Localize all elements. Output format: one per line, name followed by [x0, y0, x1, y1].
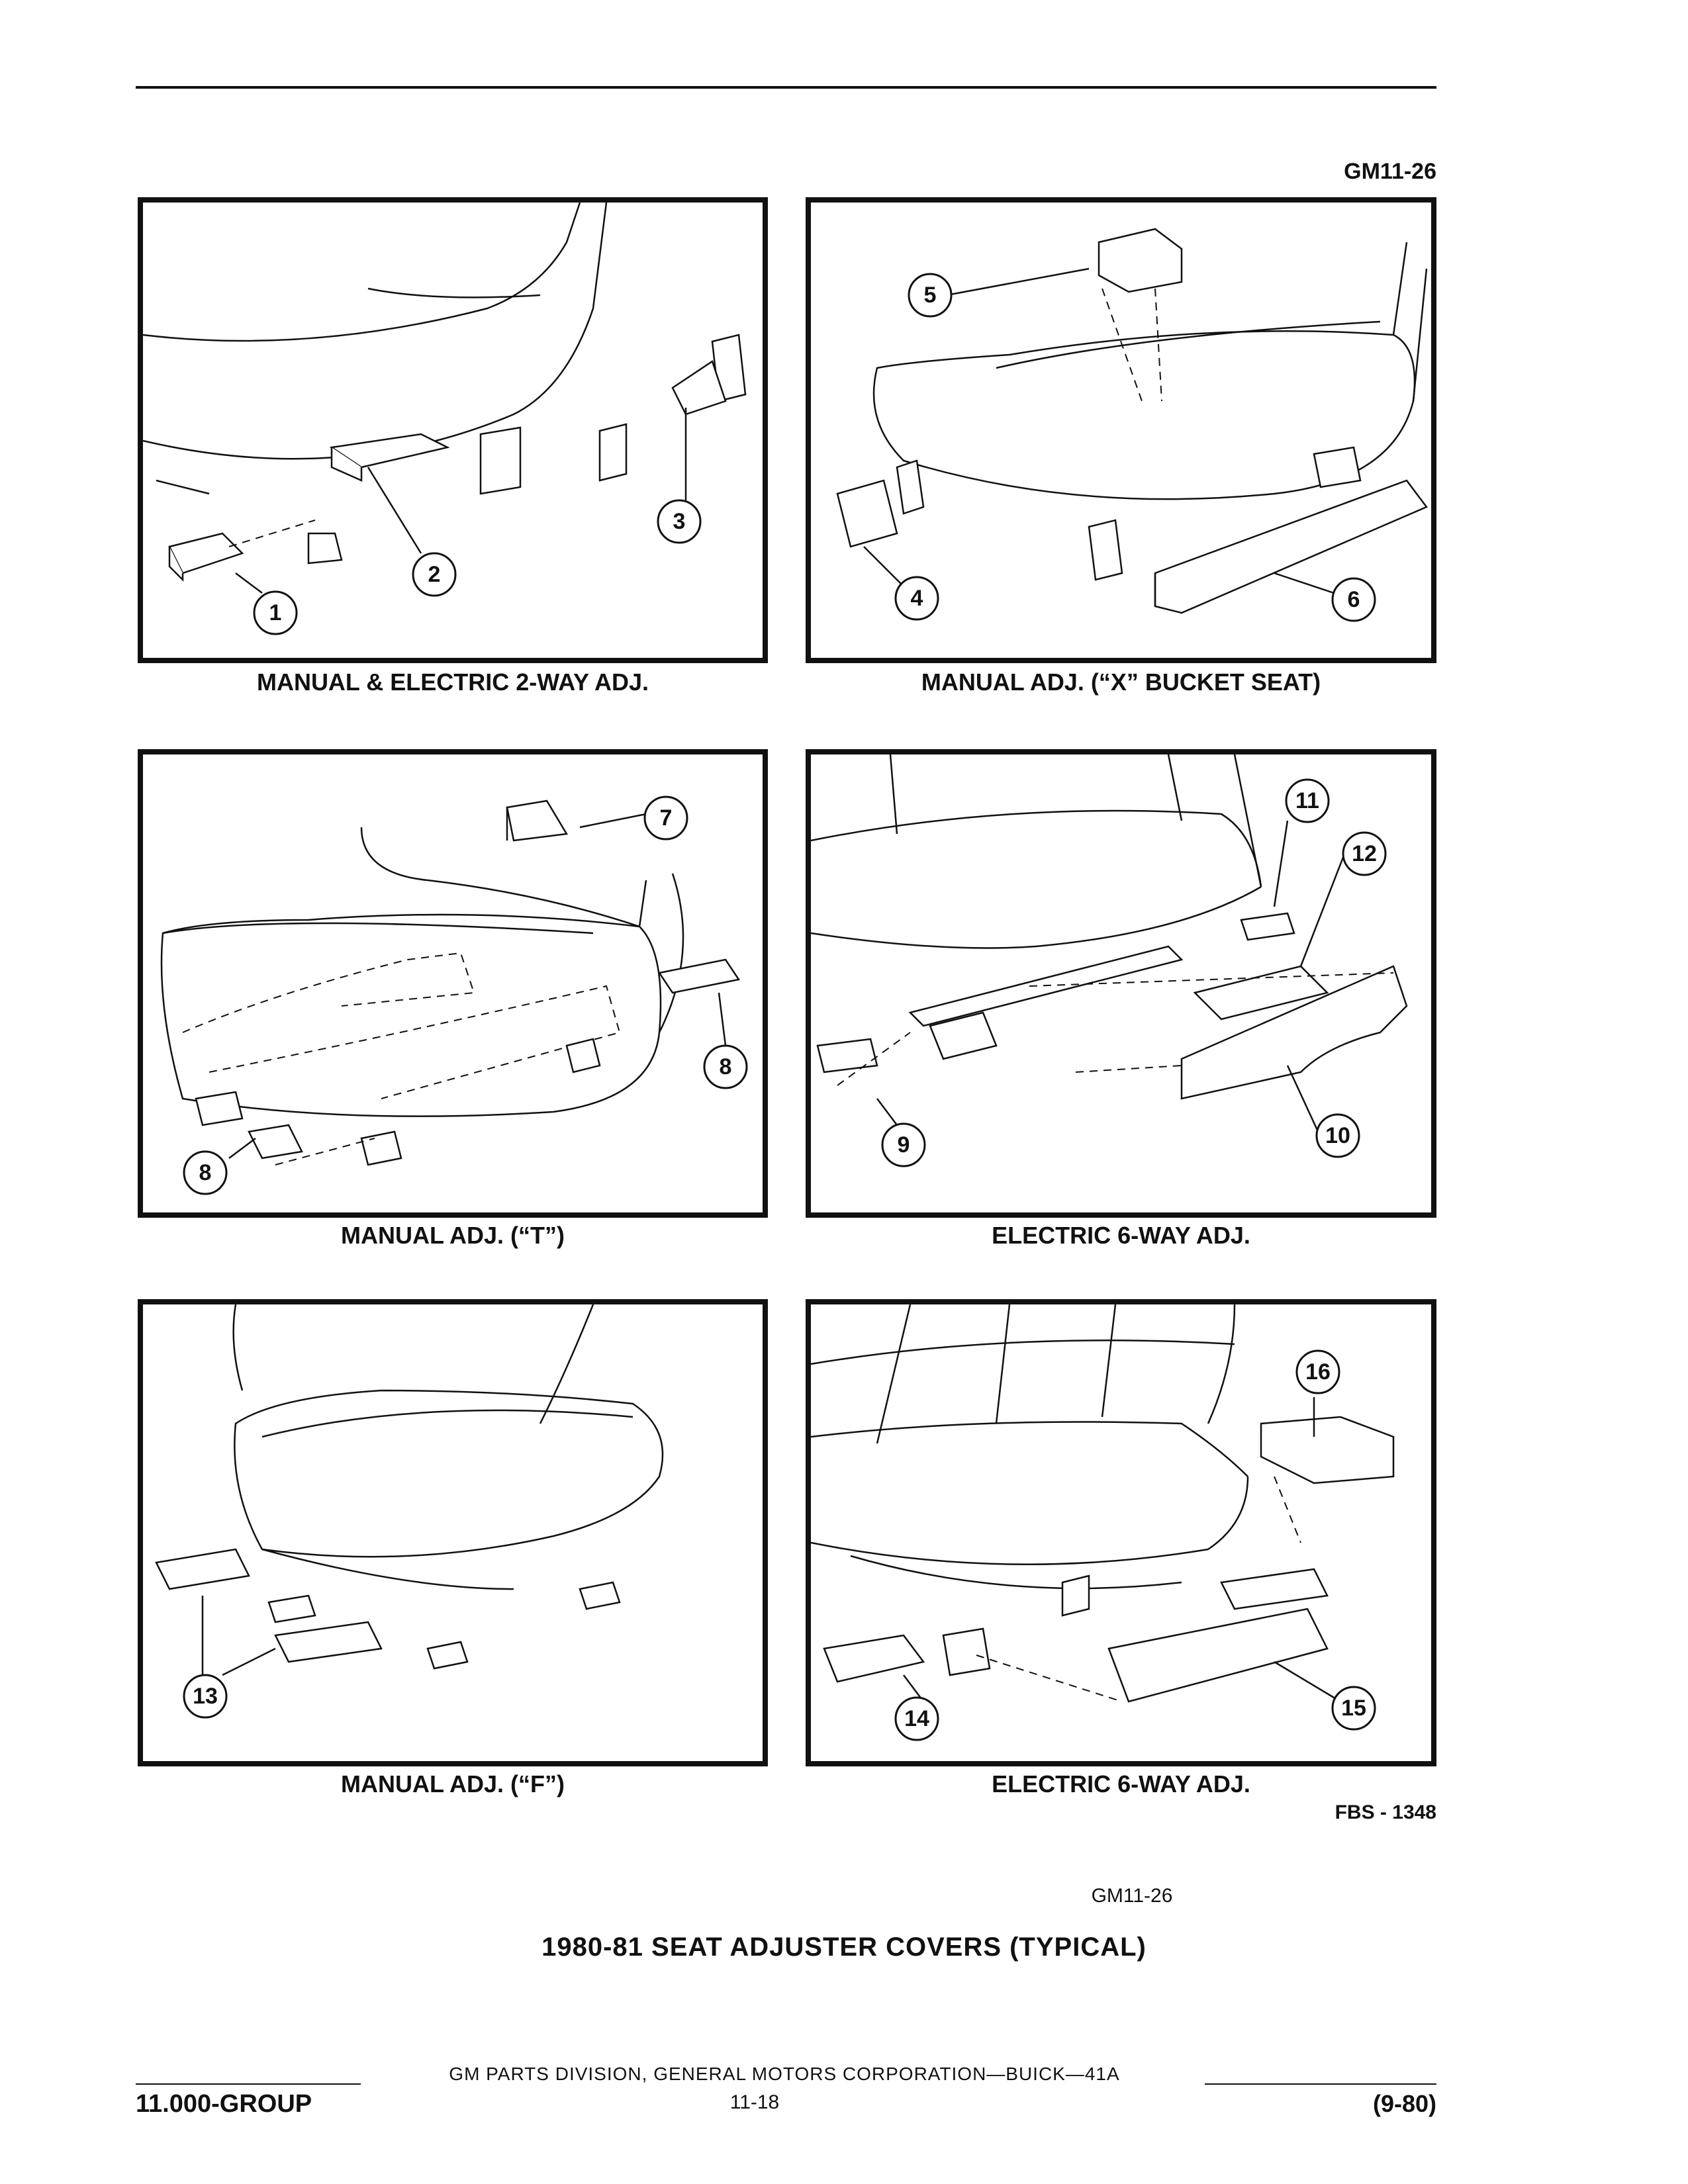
caption-panel-1: MANUAL & ELECTRIC 2-WAY ADJ. [256, 668, 649, 696]
footer-rule-right [1205, 2083, 1436, 2085]
panel-manual-electric-2way: 1 2 3 [138, 197, 768, 663]
panel-manual-x-bucket: 5 4 6 [806, 197, 1436, 663]
callout-8-right: 8 [703, 1044, 748, 1089]
callout-1: 1 [253, 590, 298, 635]
callout-14: 14 [894, 1696, 939, 1741]
callout-10: 10 [1315, 1113, 1360, 1158]
top-rule [136, 86, 1436, 89]
svg-text:7: 7 [660, 805, 673, 831]
svg-text:6: 6 [1348, 587, 1360, 612]
callout-8-left: 8 [183, 1150, 228, 1195]
footer-rule-left [136, 2083, 361, 2085]
callout-9: 9 [881, 1122, 926, 1167]
header-ref-code: GM11-26 [1344, 159, 1436, 184]
footer-group: 11.000-GROUP [136, 2090, 312, 2118]
callout-11: 11 [1285, 778, 1330, 823]
svg-text:8: 8 [720, 1054, 732, 1079]
svg-text:14: 14 [904, 1706, 929, 1731]
callout-5: 5 [908, 273, 953, 318]
seat-illustration-2: 5 4 6 [836, 228, 1428, 622]
svg-text:10: 10 [1325, 1123, 1350, 1148]
caption-panel-2: MANUAL ADJ. (“X” BUCKET SEAT) [921, 668, 1321, 696]
seat-illustration-6: 16 15 14 [811, 1304, 1395, 1741]
footer-page-number: 11-18 [729, 2091, 780, 2113]
svg-text:16: 16 [1305, 1359, 1331, 1385]
svg-text:8: 8 [199, 1160, 212, 1185]
caption-panel-5: MANUAL ADJ. (“F”) [341, 1770, 565, 1797]
svg-text:1: 1 [269, 600, 282, 625]
callout-7: 7 [643, 796, 688, 841]
svg-text:15: 15 [1341, 1696, 1366, 1721]
callout-12: 12 [1342, 831, 1387, 876]
svg-text:9: 9 [898, 1132, 910, 1158]
svg-text:11: 11 [1295, 788, 1319, 813]
figure-ref: GM11-26 [1091, 1885, 1173, 1907]
svg-text:13: 13 [193, 1684, 218, 1709]
panel-manual-t: 7 8 8 [138, 749, 768, 1218]
panel-electric-6way-a: 11 12 9 10 [806, 749, 1436, 1218]
caption-panel-3: MANUAL ADJ. (“T”) [341, 1222, 565, 1249]
callout-4: 4 [894, 576, 939, 621]
panel-manual-f: 13 [138, 1299, 768, 1766]
callout-2: 2 [412, 552, 457, 597]
page-title: 1980-81 SEAT ADJUSTER COVERS (TYPICAL) [541, 1933, 1147, 1962]
callout-3: 3 [657, 499, 702, 544]
svg-text:2: 2 [428, 562, 441, 587]
caption-panel-6: ELECTRIC 6-WAY ADJ. [992, 1770, 1250, 1797]
seat-illustration-1: 1 2 3 [143, 203, 747, 635]
svg-text:3: 3 [673, 509, 686, 534]
svg-text:4: 4 [911, 586, 923, 611]
seat-illustration-5: 13 [155, 1304, 664, 1719]
footer-revision: (9-80) [1372, 2090, 1436, 2117]
figure-code: FBS - 1348 [1335, 1801, 1436, 1823]
seat-illustration-3: 7 8 8 [160, 796, 748, 1195]
svg-text:12: 12 [1352, 841, 1377, 866]
callout-15: 15 [1331, 1686, 1376, 1731]
panel-electric-6way-b: 16 15 14 [806, 1299, 1436, 1766]
callout-13: 13 [183, 1674, 228, 1719]
seat-illustration-4: 11 12 9 10 [811, 754, 1408, 1167]
svg-text:5: 5 [924, 283, 937, 308]
footer-publisher: GM PARTS DIVISION, GENERAL MOTORS CORPOR… [449, 2064, 1120, 2084]
callout-16: 16 [1295, 1349, 1340, 1394]
callout-6: 6 [1331, 577, 1376, 622]
caption-panel-4: ELECTRIC 6-WAY ADJ. [992, 1222, 1250, 1249]
